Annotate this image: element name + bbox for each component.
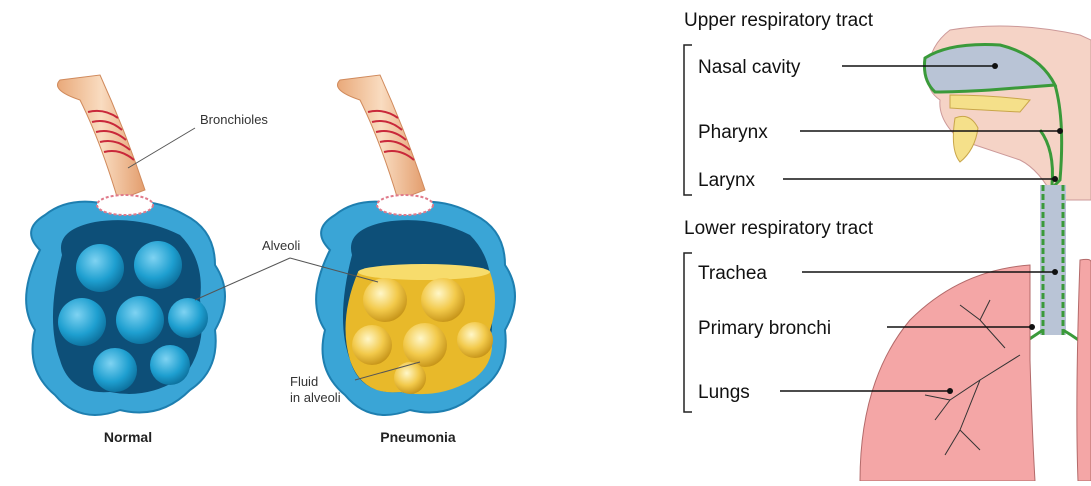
pneumonia-caption: Pneumonia bbox=[380, 429, 456, 445]
nasal-cavity-label: Nasal cavity bbox=[698, 57, 801, 78]
head-airway-illustration bbox=[924, 26, 1091, 200]
bronchiole-tube bbox=[338, 75, 426, 200]
fluid-label-line2: in alveoli bbox=[290, 390, 341, 405]
alveoli-label: Alveoli bbox=[262, 238, 300, 253]
pneumonia-alveolus bbox=[316, 75, 515, 415]
lower-tract-heading: Lower respiratory tract bbox=[684, 218, 874, 239]
normal-alveolus bbox=[26, 75, 225, 415]
alveoli-illustration: Bronchioles Alveoli Fluid in alveoli Nor… bbox=[0, 0, 560, 481]
larynx-label: Larynx bbox=[698, 170, 756, 191]
upper-tract-heading: Upper respiratory tract bbox=[684, 10, 874, 31]
normal-caption: Normal bbox=[104, 429, 152, 445]
alveoli-comparison-figure: Bronchioles Alveoli Fluid in alveoli Nor… bbox=[0, 0, 560, 481]
lungs-label: Lungs bbox=[698, 382, 750, 403]
fluid-label-line1: Fluid bbox=[290, 374, 318, 389]
right-lung bbox=[1077, 259, 1091, 481]
primary-bronchi-label: Primary bronchi bbox=[698, 318, 831, 339]
trachea-label: Trachea bbox=[698, 263, 767, 284]
respiratory-illustration: Upper respiratory tract Nasal cavity Pha… bbox=[660, 0, 1091, 481]
bronchioles-label: Bronchioles bbox=[200, 112, 268, 127]
left-lung bbox=[860, 265, 1035, 481]
pharynx-label: Pharynx bbox=[698, 122, 768, 143]
respiratory-tract-figure: Upper respiratory tract Nasal cavity Pha… bbox=[660, 0, 1091, 481]
bronchiole-tube bbox=[58, 75, 146, 200]
